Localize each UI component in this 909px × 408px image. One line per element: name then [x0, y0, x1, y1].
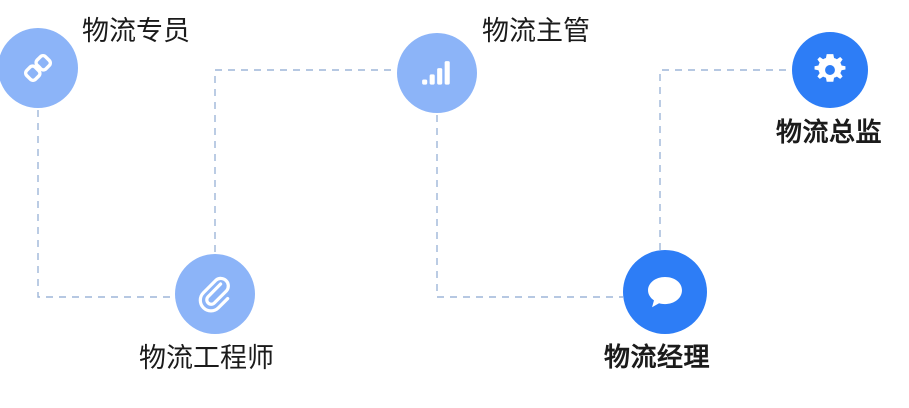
link-icon [21, 51, 55, 85]
connector-2-to-3 [214, 69, 397, 252]
node-3-circle[interactable] [397, 33, 477, 113]
node-4-label: 物流经理 [604, 342, 711, 372]
node-1-label: 物流专员 [82, 16, 190, 46]
node-3-label: 物流主管 [482, 16, 590, 46]
bar-chart-icon [420, 56, 454, 90]
chat-bubble-icon [644, 271, 686, 313]
connector-3-to-4 [436, 115, 623, 298]
node-2-label: 物流工程师 [139, 343, 274, 373]
gear-icon [812, 52, 848, 88]
node-5-label: 物流总监 [776, 117, 883, 147]
connector-4-to-5 [659, 69, 792, 250]
paperclip-icon [195, 274, 235, 314]
node-1-circle[interactable] [0, 28, 78, 108]
node-4-circle[interactable] [623, 250, 707, 334]
connector-1-to-2 [37, 110, 175, 298]
node-2-circle[interactable] [175, 254, 255, 334]
node-5-circle[interactable] [792, 32, 868, 108]
